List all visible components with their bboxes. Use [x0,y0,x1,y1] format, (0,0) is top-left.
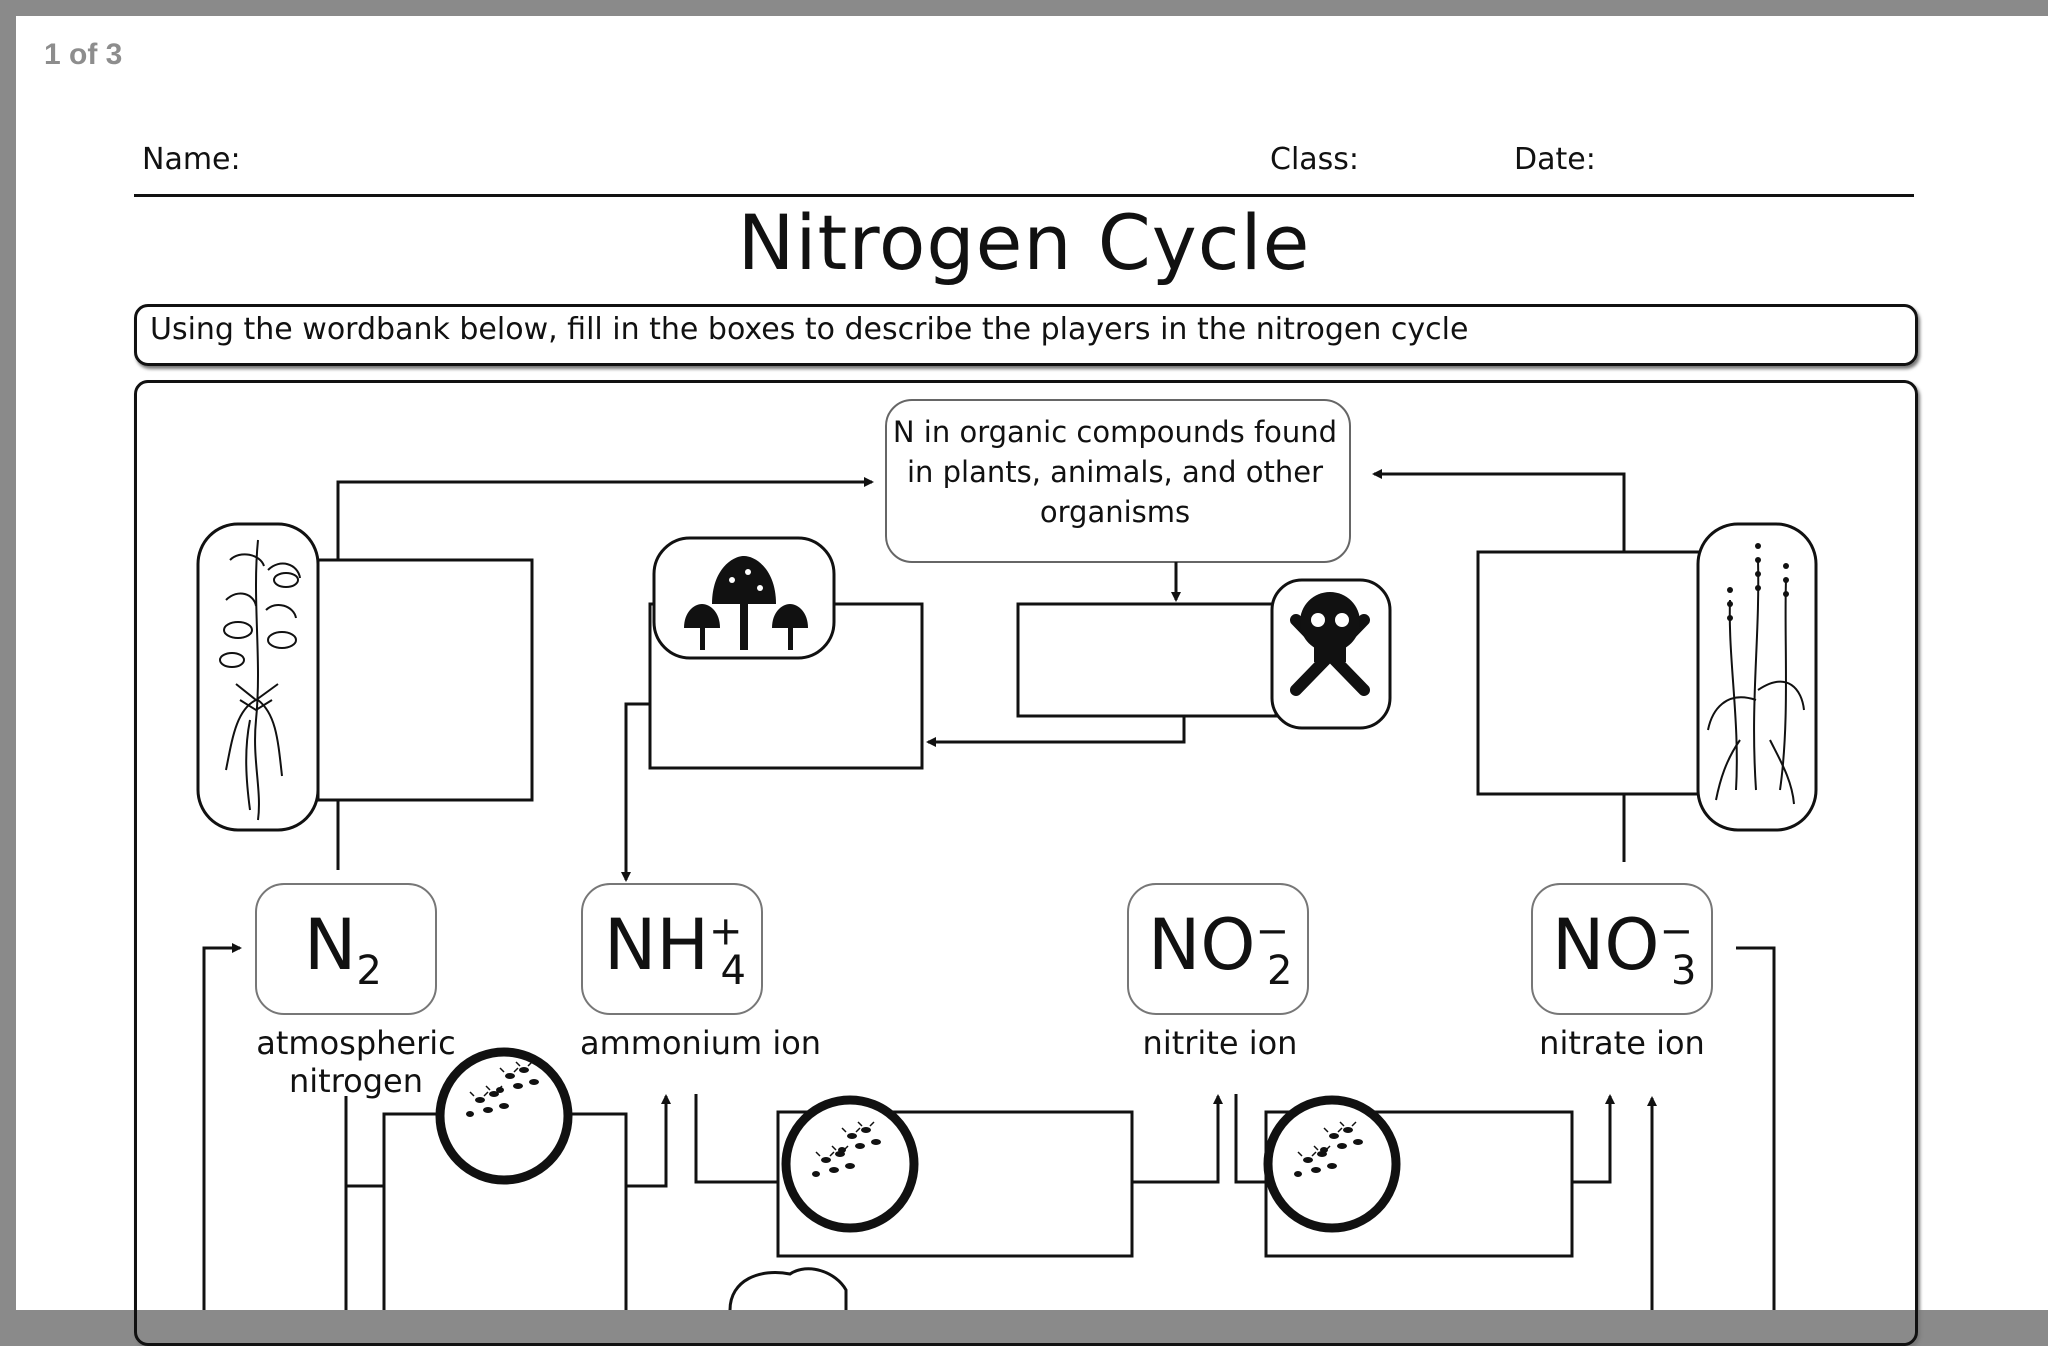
answer-box-fixation [316,558,534,802]
ion-box-n2 [255,883,437,1015]
lightning-cloud-icon [728,1267,848,1310]
arrow-to-ammonium [621,702,650,882]
answer-box-death [1016,602,1278,718]
arrow-death-to-decomposers [926,716,1186,747]
organic-compounds-box [885,399,1351,563]
label-nitrite-ion: nitrite ion [1142,1024,1298,1062]
organic-compounds-text: N in organic compounds found in plants, … [892,415,1338,529]
class-label: Class: [1270,142,1360,177]
flowering-plant-icon [1696,522,1818,832]
ion-box-no2 [1127,883,1309,1015]
mushroom-art [684,556,808,650]
legume-plant-art [219,539,301,821]
arrow-to-no3 [1572,1094,1615,1184]
bacteria-icon [781,1095,919,1233]
ion-box-nh4 [581,883,763,1015]
nitrogen-cycle-diagram [196,399,1818,1310]
bacteria-icon [435,1047,573,1185]
arrow-into-n2 [202,943,242,1310]
formula-n2: N2 [304,904,382,994]
bacteria-icon [1263,1095,1401,1233]
date-label: Date: [1514,142,1596,177]
header-rule [134,194,1914,197]
label-nitrate-ion: nitrate ion [1539,1024,1705,1062]
label-ammonium-ion: ammonium ion [580,1024,822,1062]
name-label: Name: [142,142,241,177]
denitrification-line [1736,946,1776,1310]
arrow-assimilation-to-organic [1372,469,1626,552]
flower-spikes [1727,543,1789,621]
formula-nh4: NH+4 [604,904,746,994]
formula-no3: NO−3 [1552,904,1697,994]
formula-no2: NO−2 [1148,904,1293,994]
instructions-box [134,304,1918,366]
instructions-text: Using the wordbank below, fill in the bo… [150,312,1469,347]
arrow-to-nh4 [626,1094,671,1188]
ion-box-no3 [1531,883,1713,1015]
page-title: Nitrogen Cycle [737,198,1311,287]
arrow-fixation-to-organic [336,477,874,560]
page-counter: 1 of 3 [44,38,123,71]
skull-art [1290,592,1370,696]
arrow-to-no2 [1132,1094,1223,1184]
answer-box-assimilation [1476,550,1702,796]
